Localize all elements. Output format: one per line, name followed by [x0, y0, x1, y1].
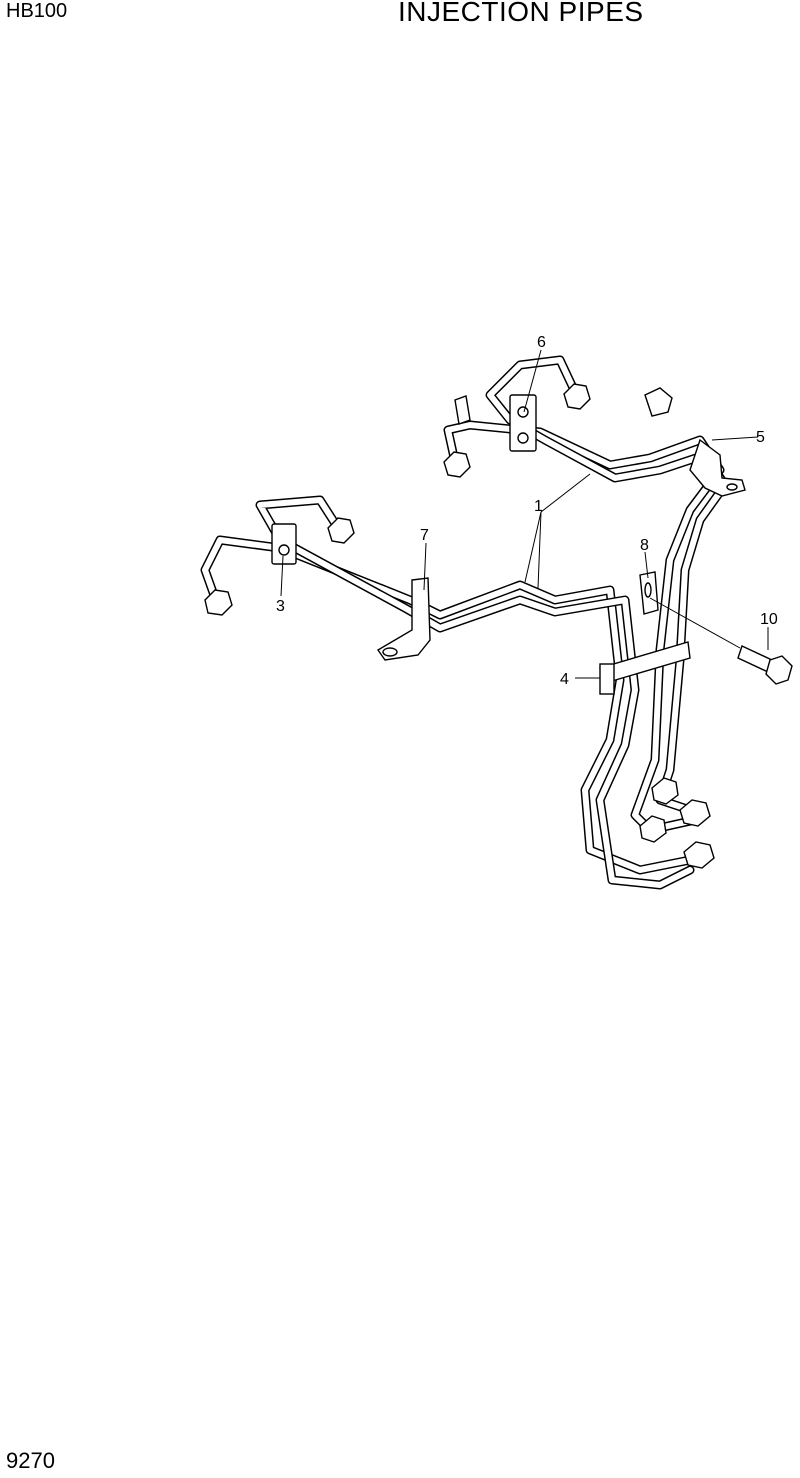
- pipe-group: [200, 355, 730, 890]
- leader-lines: [280, 349, 769, 679]
- callout-4: 4: [560, 671, 569, 688]
- page-number: 9270: [6, 1448, 55, 1473]
- nut-fitting: [443, 451, 471, 478]
- bracket-5: [689, 438, 746, 497]
- nut-fitting: [639, 815, 667, 843]
- callout-5: 5: [756, 429, 765, 446]
- bolt-10: [737, 645, 793, 685]
- callout-6: 6: [537, 334, 546, 351]
- nut-fitting: [651, 777, 679, 805]
- callout-1: 1: [534, 498, 543, 515]
- clamp-3: [271, 523, 297, 565]
- bracket-8: [639, 571, 659, 615]
- clamp-6: [509, 394, 537, 452]
- clamp-4: [599, 641, 691, 695]
- nut-fitting: [454, 395, 471, 425]
- callout-3: 3: [276, 598, 285, 615]
- nut-group: [204, 383, 715, 869]
- model-code: HB100: [6, 0, 68, 22]
- nut-fitting: [563, 383, 591, 410]
- nut-fitting: [644, 387, 673, 417]
- callout-7: 7: [420, 527, 429, 544]
- nut-fitting: [679, 799, 711, 827]
- callout-8: 8: [640, 537, 649, 554]
- callout-10: 10: [760, 611, 778, 628]
- nut-fitting: [327, 517, 355, 544]
- nut-fitting: [683, 841, 715, 869]
- page-title: INJECTION PIPES: [398, 0, 644, 27]
- nut-fitting: [204, 589, 233, 616]
- bracket-7: [376, 577, 431, 661]
